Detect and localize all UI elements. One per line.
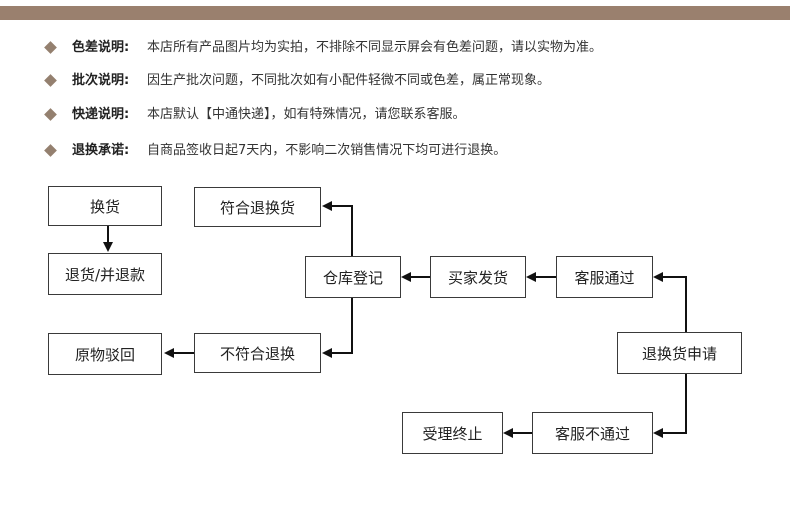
box-eligible: 符合退换货 xyxy=(194,187,321,227)
note-title: 色差说明: xyxy=(72,40,130,55)
top-accent-bar xyxy=(0,6,790,20)
note-text: 自商品签收日起7天内，不影响二次销售情况下均可进行退换。 xyxy=(147,143,507,158)
box-cs-rejected: 客服不通过 xyxy=(532,412,653,454)
arrow-warehouse-to-eligible xyxy=(322,201,353,256)
arrow-warehouse-to-not-eligible xyxy=(322,298,353,358)
box-warehouse-register: 仓库登记 xyxy=(305,256,401,298)
note-title: 快递说明: xyxy=(72,107,130,122)
note-text: 本店默认【中通快递】，如有特殊情况，请您联系客服。 xyxy=(147,107,466,122)
note-title: 批次说明: xyxy=(72,73,130,88)
box-cs-approved: 客服通过 xyxy=(556,256,653,298)
box-return-refund: 退货/并退款 xyxy=(48,253,162,295)
box-exchange: 换货 xyxy=(48,186,162,226)
arrow-request-to-cs-approved xyxy=(653,272,687,332)
box-buyer-ships: 买家发货 xyxy=(430,256,526,298)
note-text: 因生产批次问题，不同批次如有小配件轻微不同或色差，属正常现象。 xyxy=(147,73,551,88)
note-text: 本店所有产品图片均为实拍，不排除不同显示屏会有色差问题，请以实物为准。 xyxy=(147,40,603,55)
box-request: 退换货申请 xyxy=(617,332,742,374)
note-title: 退换承诺: xyxy=(72,143,130,158)
box-not-eligible: 不符合退换 xyxy=(194,333,321,373)
arrow-request-to-cs-rejected xyxy=(653,374,687,438)
box-returned-original: 原物驳回 xyxy=(48,333,162,375)
box-terminated: 受理终止 xyxy=(402,412,503,454)
